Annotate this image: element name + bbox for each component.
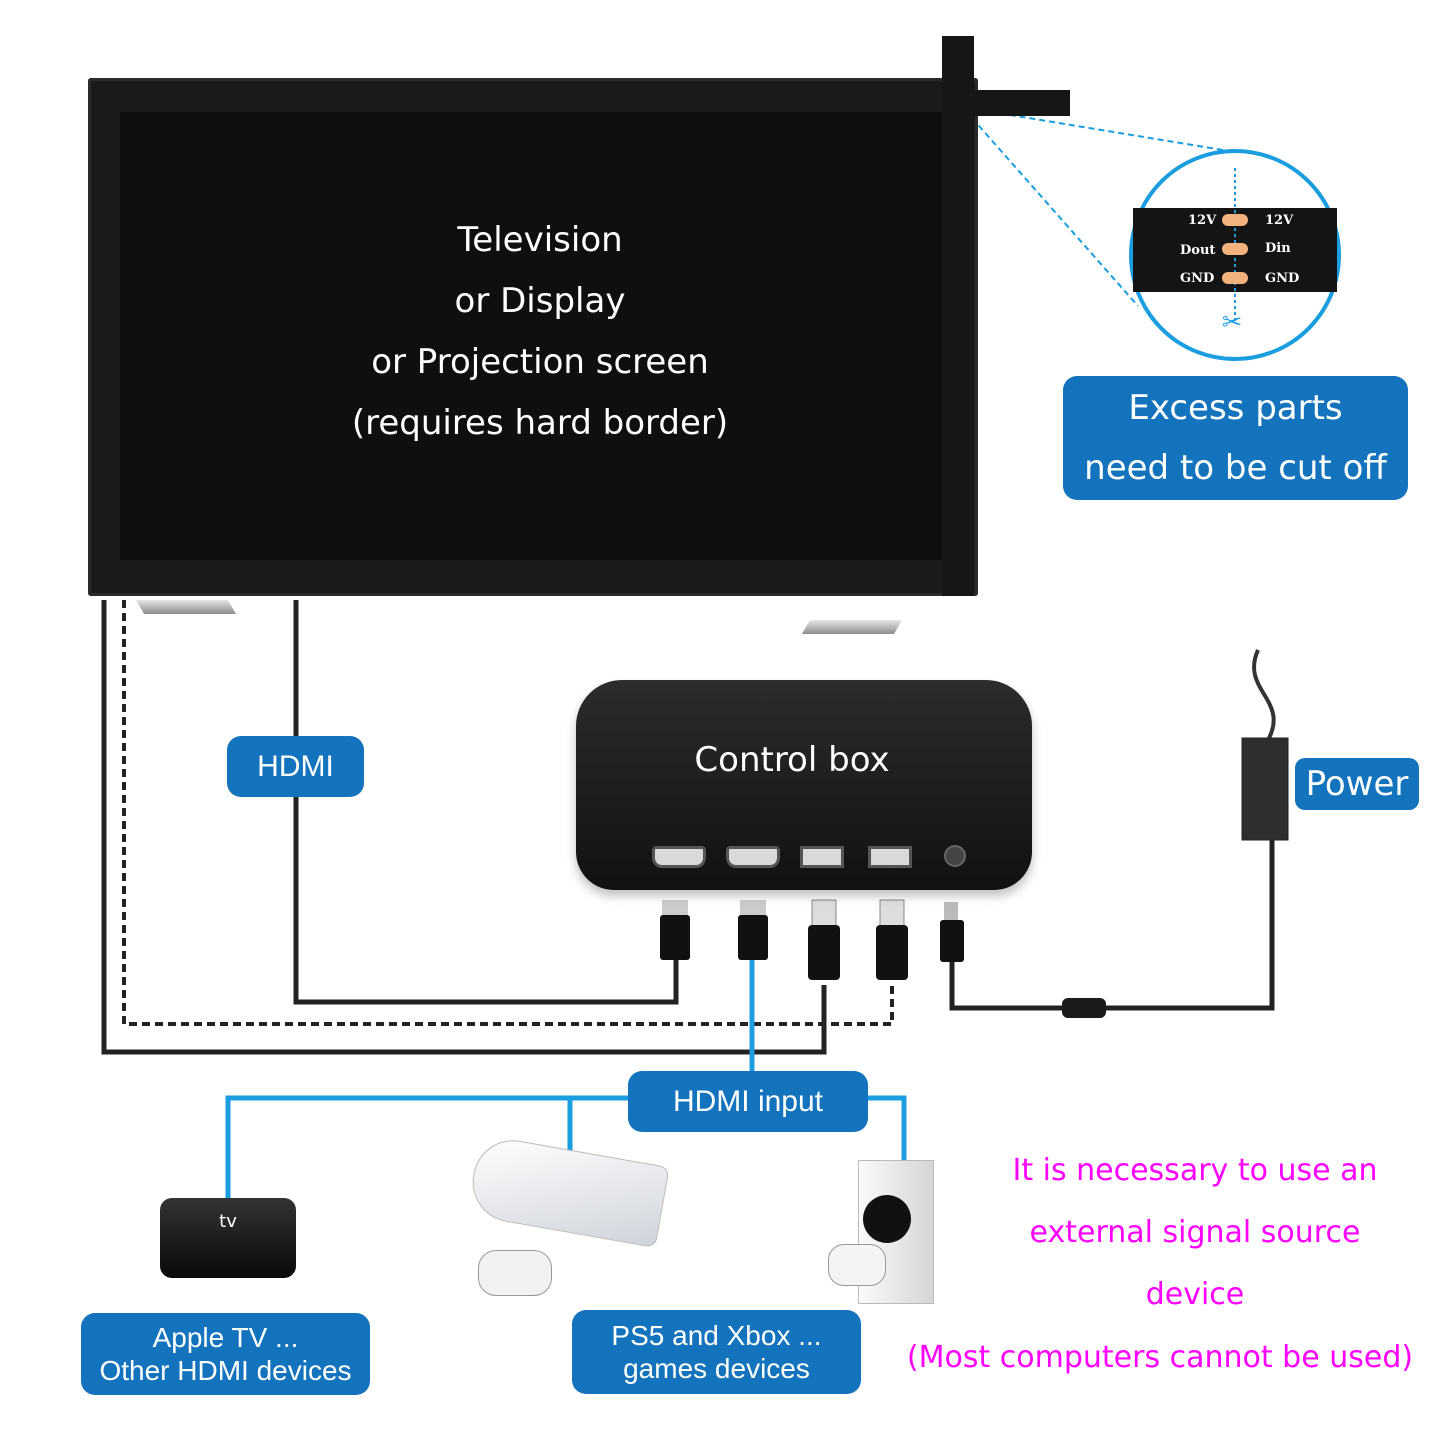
pad-12v <box>1222 214 1248 226</box>
side-strip-cable <box>101 600 827 1055</box>
port-usb-side <box>800 846 844 868</box>
apple-tv-icon: tv <box>160 1198 296 1278</box>
pad-data <box>1222 243 1248 255</box>
callout-line-top <box>979 109 1236 153</box>
excess-parts-label: Excess parts need to be cut off <box>1063 376 1408 500</box>
port-dc <box>944 845 966 867</box>
tv-caption: Television or Display or Projection scre… <box>351 220 729 443</box>
power-cable <box>949 960 1062 1011</box>
apple-tv-label: Apple TV ... Other HDMI devices <box>81 1313 370 1395</box>
hdmi-input-label: HDMI input <box>628 1071 868 1132</box>
xbox-vent-icon <box>863 1195 911 1243</box>
xbox-controller-icon <box>828 1244 886 1286</box>
games-label: PS5 and Xbox ... games devices <box>572 1310 861 1394</box>
port-usb-bottom <box>868 846 912 868</box>
ps5-controller-icon <box>478 1250 552 1296</box>
power-cable-2 <box>1106 840 1275 1011</box>
control-box-label: Control box <box>694 740 890 780</box>
port-hdmi-input <box>726 846 780 868</box>
led-strip-excess <box>942 90 1070 116</box>
dc-plug-icon <box>940 902 964 962</box>
scissors-icon: ✂ <box>1222 308 1243 336</box>
warning-note: (Most computers cannot be used) <box>906 1340 1414 1375</box>
tv-stand-left <box>135 600 237 614</box>
tv-stand-right <box>801 620 903 634</box>
hdmi-out-cable <box>293 600 679 1005</box>
led-strip-right <box>942 36 974 596</box>
port-hdmi-output <box>652 846 706 868</box>
power-adapter-icon <box>1241 649 1289 841</box>
usb-plug-icon <box>808 899 840 980</box>
pad-gnd <box>1222 272 1248 284</box>
hdmi-plug-icon <box>660 900 690 960</box>
power-label: Power <box>1295 758 1419 810</box>
usb-plug-icon <box>876 899 908 980</box>
hdmi-in-branches <box>225 1095 907 1200</box>
hdmi-plug-icon <box>738 900 768 960</box>
tv-back-panel <box>120 112 946 560</box>
bottom-strip-cable <box>122 600 894 1026</box>
callout-line-bottom <box>971 117 1139 307</box>
requirement-note: It is necessary to use an external signa… <box>1012 1153 1378 1312</box>
hdmi-label: HDMI <box>227 736 364 797</box>
ferrite-bead <box>1062 998 1106 1018</box>
